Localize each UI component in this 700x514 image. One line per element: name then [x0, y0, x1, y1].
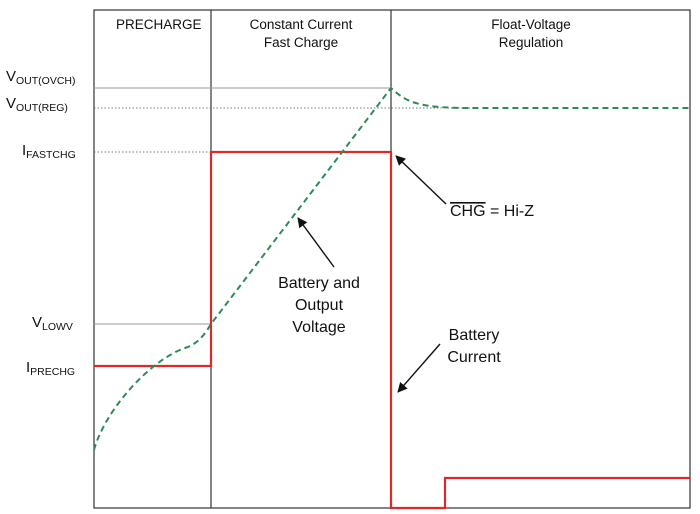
battery-current-trace: [94, 150, 690, 510]
phase-label-regulation: Regulation: [499, 35, 564, 50]
battery-current-arrow: [397, 343, 441, 393]
battery-output-voltage-label-1: Battery and: [278, 275, 360, 292]
battery-output-voltage-label-3: Voltage: [292, 319, 345, 336]
level-label-iprechg: IPRECHG: [26, 359, 75, 378]
chg-hi-z-label: CHG = Hi-Z: [450, 203, 534, 220]
battery-voltage-trace: [93, 86, 690, 451]
battery-output-voltage-arrow: [297, 217, 335, 268]
phase-label-precharge: PRECHARGE: [116, 17, 202, 32]
level-label-ifastchg: IFASTCHG: [22, 142, 76, 161]
level-label-vlowv: VLOWV: [32, 314, 73, 333]
level-label-vout-ovch: VOUT(OVCH): [6, 68, 76, 87]
phase-label-float-voltage: Float-Voltage: [491, 17, 571, 32]
phase-label-constant-current: Constant Current: [250, 17, 353, 32]
chg-hi-z-arrow: [395, 155, 447, 205]
chg-signal-overbar: CHG: [450, 203, 486, 220]
battery-output-voltage-label-2: Output: [295, 297, 344, 314]
battery-current-label-1: Battery: [449, 327, 500, 344]
phase-label-fast-charge: Fast Charge: [264, 35, 338, 50]
level-label-vout-reg: VOUT(REG): [6, 95, 68, 114]
battery-current-label-2: Current: [447, 349, 501, 366]
